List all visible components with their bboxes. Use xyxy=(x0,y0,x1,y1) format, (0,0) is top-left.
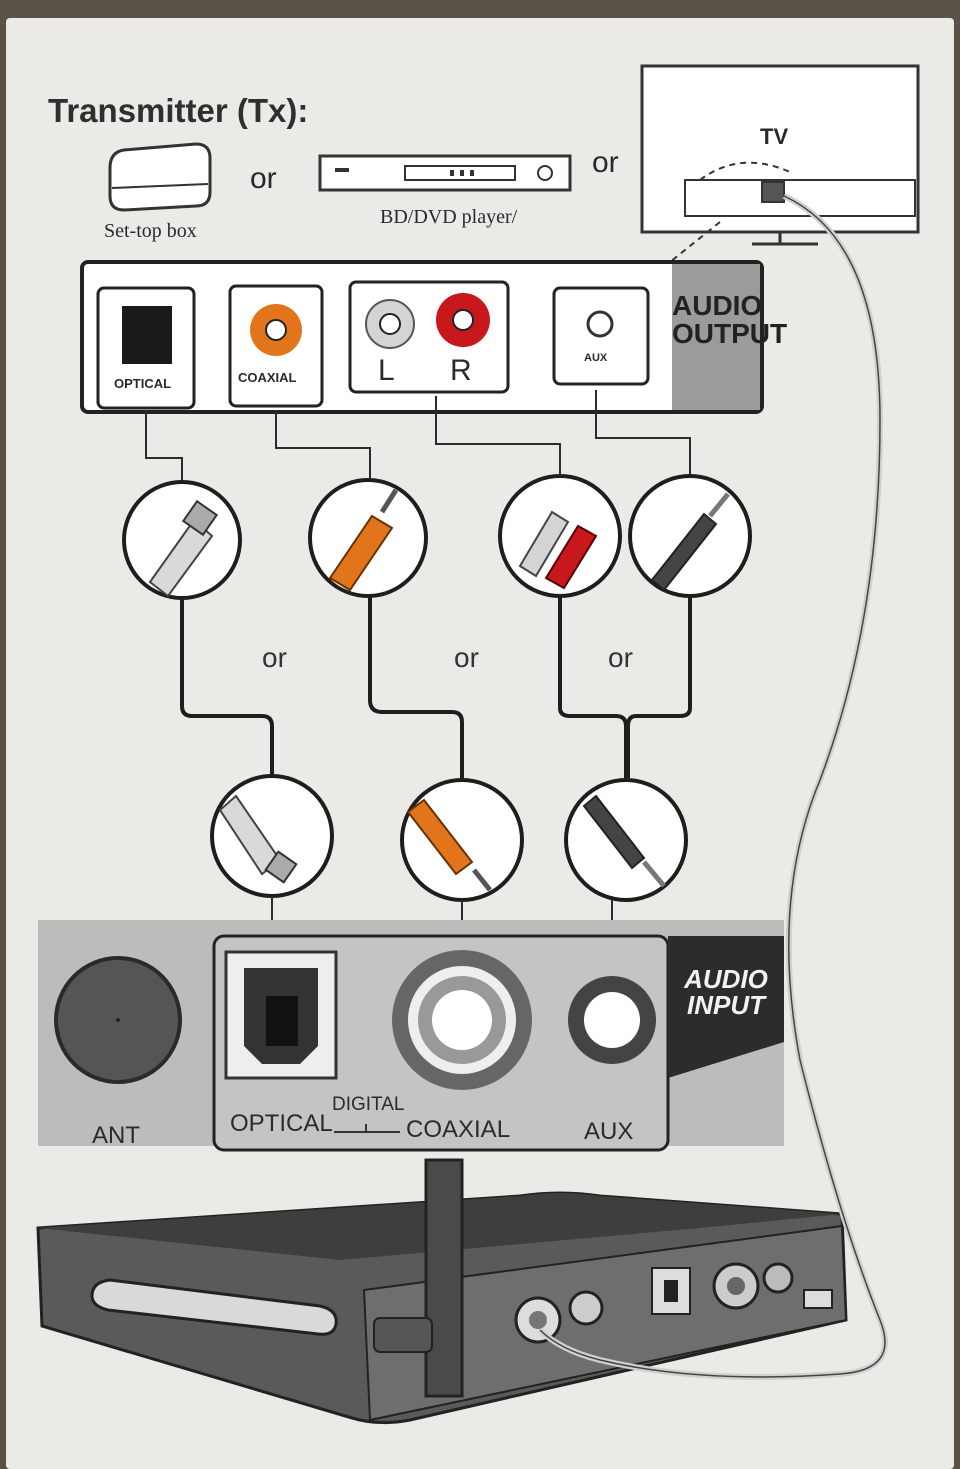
dvd-player-icon xyxy=(318,154,572,192)
input-ant-label: ANT xyxy=(92,1122,140,1149)
audio-input-line2: INPUT xyxy=(687,990,765,1020)
receiver-device xyxy=(36,1158,848,1425)
audio-input-line1: AUDIO xyxy=(684,964,768,994)
or-label-2: or xyxy=(592,146,619,179)
input-aux-label: AUX xyxy=(584,1118,634,1145)
input-digital-label: DIGITAL xyxy=(332,1094,405,1115)
page-title: Transmitter (Tx): xyxy=(48,92,309,129)
set-top-box-icon xyxy=(108,142,212,212)
tv-label: TV xyxy=(760,124,789,149)
cables xyxy=(180,596,692,778)
output-aux-label: AUX xyxy=(584,352,608,364)
or-label-1: or xyxy=(250,162,277,195)
audio-input-section-label: AUDIO INPUT xyxy=(672,966,780,1018)
output-wires xyxy=(145,390,691,488)
set-top-box-label: Set-top box xyxy=(104,220,197,242)
tv-to-receiver-cable-outline xyxy=(539,195,886,1378)
output-right-label: R xyxy=(450,354,472,387)
tv-icon xyxy=(640,64,920,263)
lower-plugs xyxy=(210,774,688,902)
cable-or-1: or xyxy=(262,642,287,673)
audio-output-line1: AUDIO xyxy=(672,290,763,321)
output-coaxial-label: COAXIAL xyxy=(238,370,297,385)
audio-input-panel xyxy=(38,920,784,1152)
upper-plugs xyxy=(122,474,752,600)
audio-output-section-label: AUDIO OUTPUT xyxy=(672,290,788,349)
output-left-label: L xyxy=(378,354,395,387)
audio-output-panel xyxy=(80,260,764,414)
input-coaxial-label: COAXIAL xyxy=(406,1116,511,1143)
cable-or-3: or xyxy=(608,642,633,673)
audio-output-line2: OUTPUT xyxy=(672,318,788,349)
output-optical-label: OPTICAL xyxy=(114,376,172,391)
input-optical-label: OPTICAL xyxy=(230,1110,333,1137)
dvd-player-label: BD/DVD player/ xyxy=(380,206,518,228)
cable-or-2: or xyxy=(454,642,479,673)
